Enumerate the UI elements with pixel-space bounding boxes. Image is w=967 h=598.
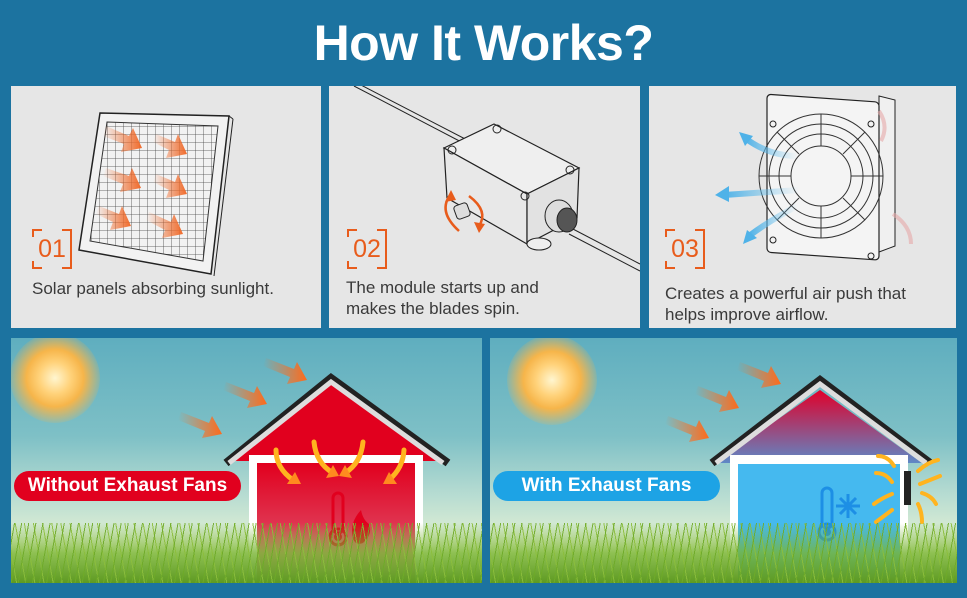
- exhaust-fan-icon: [715, 93, 913, 261]
- step-description: Solar panels absorbing sunlight.: [32, 279, 274, 298]
- scene-without-fans: Without Exhaust Fans: [11, 338, 482, 583]
- step-number-badge: 03: [665, 229, 705, 269]
- scene-with-fans: With Exhaust Fans: [490, 338, 957, 583]
- sun-icon: [11, 338, 100, 423]
- control-module-icon: [353, 86, 640, 272]
- heat-arrows-icon: [178, 358, 307, 438]
- heat-arrows-icon: [665, 362, 781, 442]
- status-badge-without-fans: Without Exhaust Fans: [14, 471, 241, 501]
- grass: [490, 523, 957, 583]
- step-description: The module starts up and makes the blade…: [346, 278, 539, 318]
- status-badge-with-fans: With Exhaust Fans: [493, 471, 720, 501]
- step-card-solar: 01 Solar panels absorbing sunlight.: [11, 86, 321, 328]
- step-number-badge: 01: [32, 229, 72, 269]
- step-card-module: 02 The module starts up and makes the bl…: [329, 86, 640, 328]
- step-description: Creates a powerful air push that helps i…: [665, 284, 906, 324]
- sun-icon: [507, 338, 597, 425]
- step-card-fan: 03 Creates a powerful air push that help…: [649, 86, 956, 328]
- grass: [11, 523, 482, 583]
- step-number-badge: 02: [347, 229, 387, 269]
- solar-panel-icon: [78, 112, 234, 277]
- page-title: How It Works?: [313, 15, 654, 71]
